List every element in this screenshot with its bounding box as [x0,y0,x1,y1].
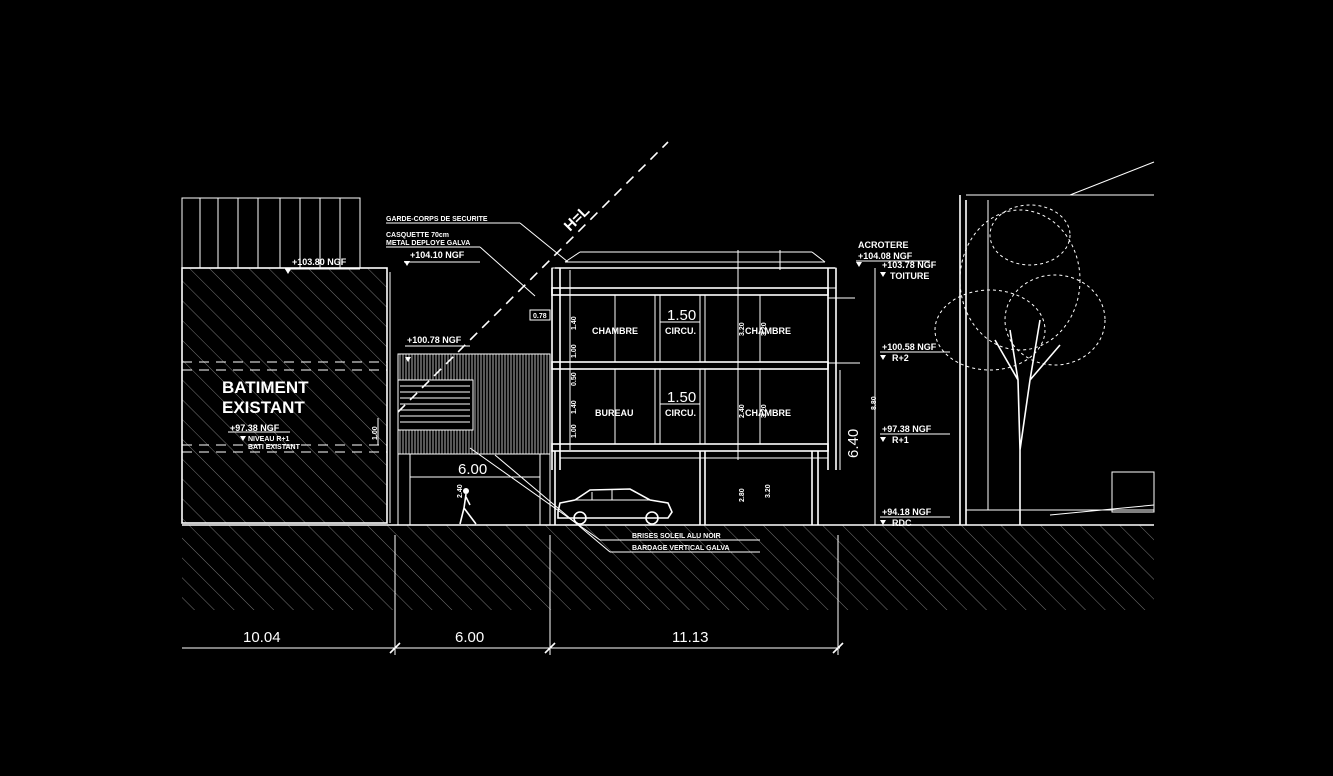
dim-320-r1: 3.20 [761,404,768,418]
rdc-level: +94.18 NGF [882,507,932,517]
existing-levels: +103.80 NGF +97.38 NGF NIVEAU R+1 BATI E… [228,257,379,451]
existing-building: BATIMENT EXISTANT [181,197,391,524]
r1-label: R+1 [892,435,909,445]
dim-140-r2: 1.40 [571,316,578,330]
dim-bottom-right: 11.13 [672,629,708,646]
dim-320-r2b: 3.20 [739,322,746,336]
dim-100-r2: 1.00 [571,344,578,358]
room-circu-r2: CIRCU. [665,326,696,336]
existing-building-label-1: BATIMENT [222,378,309,397]
dim-078: 0.78 [533,313,547,320]
facade-notes: BRISES SOLEIL ALU NOIR BARDAGE VERTICAL … [469,447,760,553]
r2-level: +100.58 NGF [882,342,937,352]
room-labels: CHAMBRE 1.50 CIRCU. CHAMBRE BUREAU 1.50 … [592,307,791,418]
note-casquette-2: METAL DEPLOYE GALVA [386,240,470,247]
acrotere-label: ACROTERE [858,240,909,250]
note-casquette-1: CASQUETTE 70cm [386,232,449,239]
small-dimensions: 0.78 1.40 1.00 3.20 3.20 0.50 1.40 1.00 … [529,309,878,502]
note-garde-corps: GARDE-CORPS DE SECURITE [386,216,488,223]
passage-block: +100.78 NGF 6.00 2.40 [397,335,551,525]
note-brise-soleil: BRISES SOLEIL ALU NOIR [632,533,721,540]
ground-section [182,524,1154,610]
passage-width-dimension: 6.00 [458,461,487,478]
toiture-label: TOITURE [890,271,929,281]
note-bardage: BARDAGE VERTICAL GALVA [632,545,730,552]
room-chambre-r2-right: CHAMBRE [745,326,791,336]
toiture-level: +103.78 NGF [882,260,937,270]
r1-level: +97.38 NGF [882,424,932,434]
car-drawing [557,488,673,525]
existing-r1-note-1: NIVEAU R+1 [248,436,290,443]
existing-r1-note-2: BATI EXISTANT [248,444,301,451]
height-dimension: 6.40 [845,429,862,458]
acrotere-level: +104.08 NGF [858,251,913,261]
dim-100-r1: 1.00 [571,424,578,438]
circu-r1-width: 1.50 [667,389,696,406]
dim-880: 8.80 [871,396,878,410]
dim-existing-100: 1.00 [372,426,379,440]
dim-050: 0.50 [571,372,578,386]
dim-bottom-left: 10.04 [243,629,281,646]
existing-building-label-2: EXISTANT [222,398,305,417]
existing-r1-level: +97.38 NGF [230,423,280,433]
dim-320-r2: 3.20 [761,322,768,336]
dim-240-r1: 2.40 [739,404,746,418]
passage-level: +100.78 NGF [407,335,462,345]
right-levels: ACROTERE +104.08 NGF +103.78 NGF TOITURE… [856,240,950,528]
dim-280: 2.80 [739,488,746,502]
r2-label: R+2 [892,353,909,363]
canopy-level: +104.10 NGF [410,250,465,260]
hl-label: H=L [561,202,593,234]
neighbour-building [959,161,1155,525]
tree-drawing [934,204,1106,525]
circu-r2-width: 1.50 [667,307,696,324]
new-building [551,250,876,525]
dim-bottom-mid: 6.00 [455,629,484,646]
dim-passage-240: 2.40 [457,484,464,498]
room-circu-r1: CIRCU. [665,408,696,418]
dim-140-r1: 1.40 [571,400,578,414]
canopy-annotations: +104.10 NGF GARDE-CORPS DE SECURITE CASQ… [386,216,569,297]
room-bureau-r1: BUREAU [595,408,634,418]
dim-320-rdc: 3.20 [765,484,772,498]
bottom-dimensions: 10.04 6.00 11.13 [182,535,844,655]
rdc-label: RDC [892,518,912,528]
room-chambre-r1-right: CHAMBRE [745,408,791,418]
existing-roof-level: +103.80 NGF [292,257,347,267]
room-chambre-r2-left: CHAMBRE [592,326,638,336]
